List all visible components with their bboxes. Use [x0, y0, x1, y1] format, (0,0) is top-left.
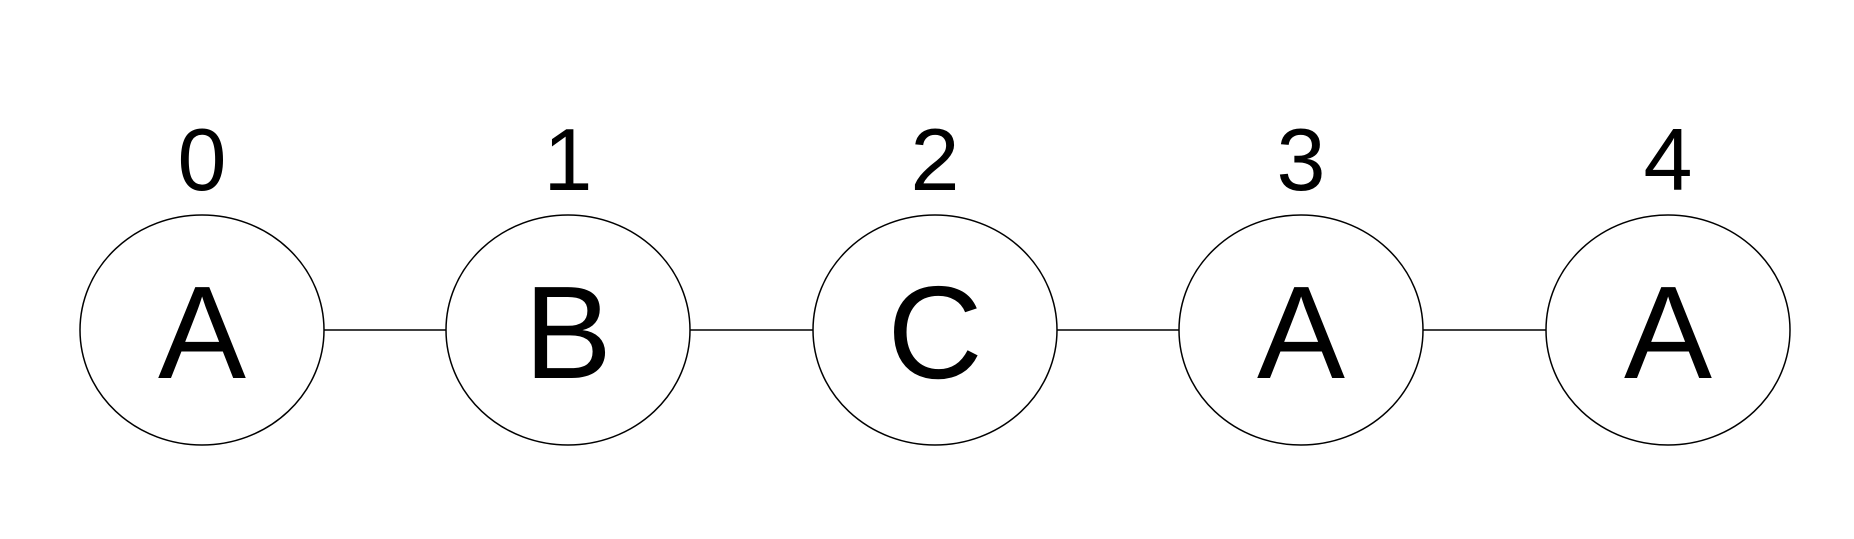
node-index-label: 2: [911, 110, 960, 209]
node-value-label: A: [1624, 259, 1712, 406]
node-value-label: B: [524, 259, 612, 406]
node-2: 2C: [812, 110, 1058, 446]
node-value-label: A: [1257, 259, 1345, 406]
node-ellipse: [812, 214, 1058, 446]
node-ellipse: [445, 214, 691, 446]
node-value-label: C: [887, 259, 982, 406]
node-ellipse: [1545, 214, 1791, 446]
node-index-label: 4: [1644, 110, 1693, 209]
node-4: 4A: [1545, 110, 1791, 446]
node-1: 1B: [445, 110, 691, 446]
node-index-label: 0: [178, 110, 227, 209]
node-3: 3A: [1178, 110, 1424, 446]
node-0: 0A: [79, 110, 325, 446]
node-ellipse: [79, 214, 325, 446]
node-index-label: 3: [1277, 110, 1326, 209]
node-value-label: A: [158, 259, 246, 406]
node-index-label: 1: [544, 110, 593, 209]
node-ellipse: [1178, 214, 1424, 446]
